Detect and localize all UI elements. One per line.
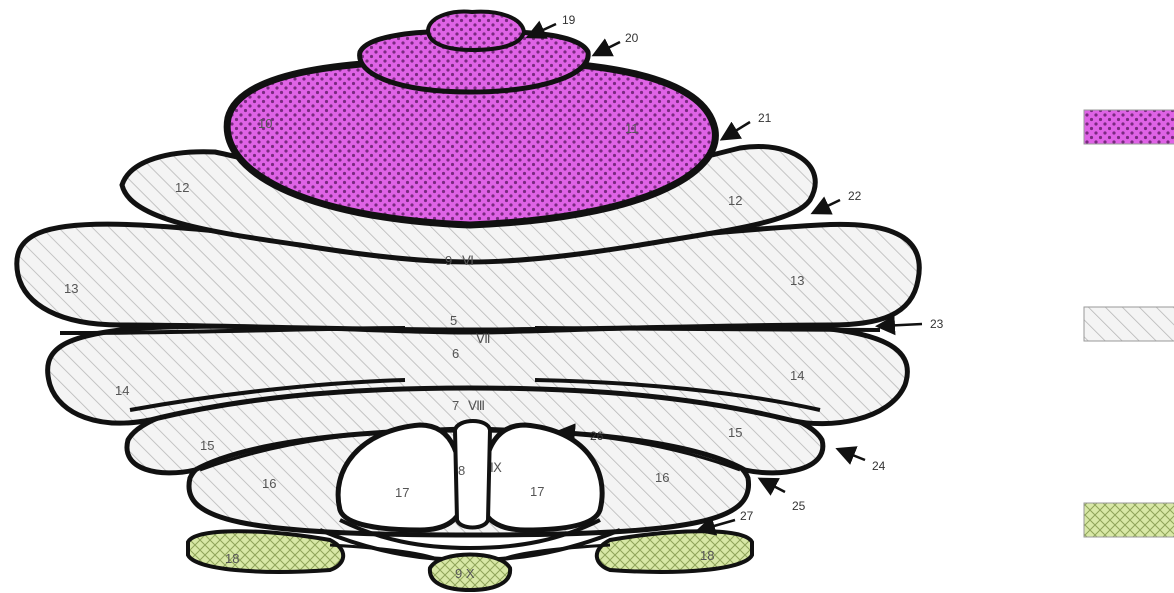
label-center-vi: Ⅵ	[462, 253, 474, 268]
label-center-9: 9	[445, 253, 452, 268]
label-center-5: 5	[450, 313, 457, 328]
label-15-left: 15	[200, 438, 214, 453]
dotted-lobe-top	[428, 12, 524, 50]
label-center-ix: Ⅸ	[490, 460, 502, 475]
label-center-8: 8	[458, 463, 465, 478]
label-center-7: 7	[452, 398, 459, 413]
label-15-right: 15	[728, 425, 742, 440]
label-14-right: 14	[790, 368, 804, 383]
legend-swatch-crosshatch	[1084, 503, 1174, 537]
pointer-23: 23	[930, 317, 944, 331]
label-12-left: 12	[175, 180, 189, 195]
pointer-24: 24	[872, 459, 886, 473]
pointer-27: 27	[740, 509, 754, 523]
pointer-21: 21	[758, 111, 772, 125]
label-13-left: 13	[64, 281, 78, 296]
pointer-19: 19	[562, 13, 576, 27]
label-center-bottom: 9 X	[455, 566, 475, 581]
label-16-right: 16	[655, 470, 669, 485]
label-14-left: 14	[115, 383, 129, 398]
label-18-right: 18	[700, 548, 714, 563]
pointer-25: 25	[792, 499, 806, 513]
label-10: 10	[258, 116, 272, 131]
label-17-right: 17	[530, 484, 544, 499]
label-12-right: 12	[728, 193, 742, 208]
legend-swatch-hatched	[1084, 307, 1174, 341]
label-11: 11	[625, 121, 639, 136]
label-center-vii: Ⅶ	[476, 331, 491, 346]
pointer-22: 22	[848, 189, 862, 203]
label-18-left: 18	[225, 551, 239, 566]
label-center-viii: Ⅷ	[468, 398, 485, 413]
label-16-left: 16	[262, 476, 276, 491]
label-13-right: 13	[790, 273, 804, 288]
label-center-6: 6	[452, 346, 459, 361]
label-17-left: 17	[395, 485, 409, 500]
lobule-18-right	[597, 531, 752, 572]
legend-swatch-dotted	[1084, 110, 1174, 144]
pointer-26: 26	[590, 429, 604, 443]
lobule-18-left	[188, 531, 343, 572]
pointer-20: 20	[625, 31, 639, 45]
